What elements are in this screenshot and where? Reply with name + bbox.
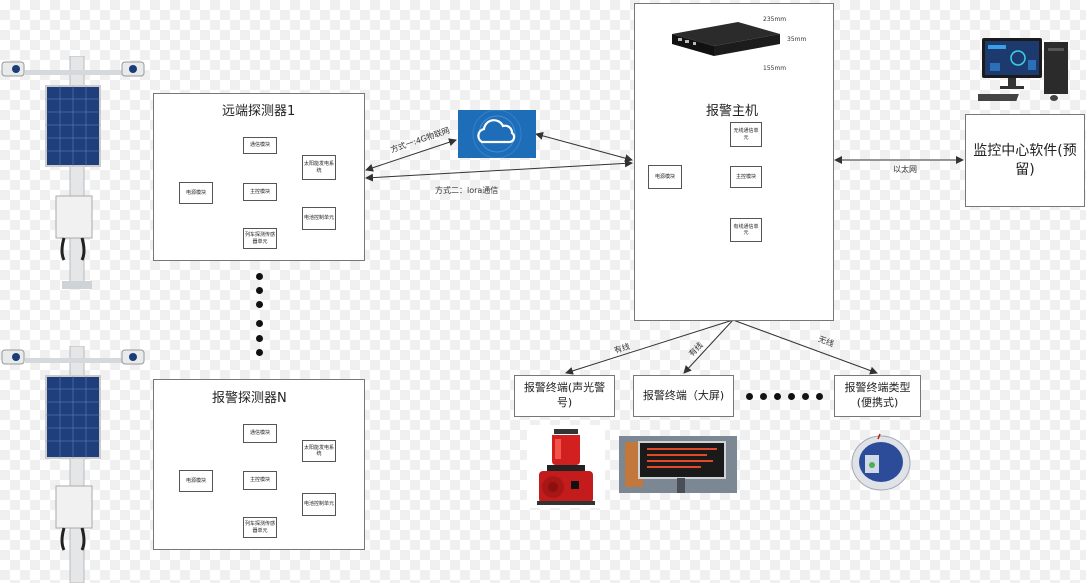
comm-module: 通信模块 [243,137,277,154]
ellipsis-dot [256,273,263,280]
ellipsis-dot [760,393,767,400]
siren-icon [527,425,605,508]
main-control-module: 主控模块 [243,183,277,201]
wired-comm-unit: 有线通信单元 [730,218,762,242]
host-height-dim: 35mm [787,36,807,43]
ellipsis-dot [816,393,823,400]
power-module: 电源模块 [179,470,213,492]
computer-icon [978,36,1072,106]
ellipsis-dot [256,320,263,327]
terminal-portable: 报警终端类型(便携式) [834,375,921,417]
battery-control-unit: 电池控制单元 [302,493,336,516]
terminal-sound-light: 报警终端(声光警号) [514,375,615,417]
ellipsis-dot [256,335,263,342]
led-screen-icon [619,436,737,493]
comm-module: 通信模块 [243,424,277,443]
detector-n-title: 报警探测器N [212,391,287,406]
solar-power-system: 太阳能发电系统 [302,440,336,462]
cloud-icon [458,110,536,158]
ellipsis-dot [256,301,263,308]
train-sensor-unit: 列车探测传感器单元 [243,228,277,249]
remote-detector-1-title: 远端探测器1 [222,104,296,119]
terminal-big-screen: 报警终端（大屏) [633,375,734,417]
portable-terminal-icon [850,433,912,493]
alarm-host-box [634,3,834,321]
host-device-icon [668,18,783,58]
wireless-comm-unit: 无线通信单元 [730,122,762,147]
solar-power-system: 太阳能发电系统 [302,155,336,180]
monitoring-center-box: 监控中心软件(预留) [965,114,1085,207]
solar-pole-icon [0,56,148,292]
battery-control-unit: 电池控制单元 [302,207,336,230]
host-depth-dim: 155mm [763,65,787,72]
power-module: 电源模块 [179,182,213,204]
train-sensor-unit: 列车探测传感器单元 [243,517,277,538]
host-width-dim: 235mm [763,16,787,23]
main-control-module: 主控模块 [243,471,277,490]
ellipsis-dot [746,393,753,400]
ellipsis-dot [788,393,795,400]
host-power-module: 电源模块 [648,165,682,189]
ellipsis-dot [256,349,263,356]
ellipsis-dot [802,393,809,400]
ellipsis-dot [256,287,263,294]
solar-pole-icon [0,346,148,583]
ethernet-label: 以太网 [893,165,917,174]
method-2-label: 方式二：lora通信 [435,186,499,195]
alarm-host-title: 报警主机 [706,104,759,119]
host-main-control-module: 主控模块 [730,166,762,188]
ellipsis-dot [774,393,781,400]
